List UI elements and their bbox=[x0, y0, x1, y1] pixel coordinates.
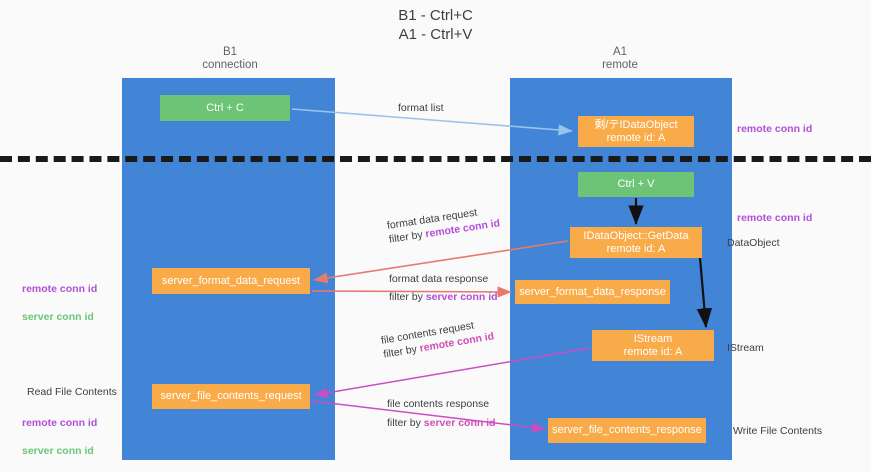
edge-label-highlight: server conn id bbox=[425, 291, 498, 303]
annotation-server-conn-id: server conn id bbox=[22, 445, 94, 457]
arrow-format-data-request bbox=[313, 240, 569, 284]
section-divider bbox=[0, 156, 871, 162]
edge-label-line1: format list bbox=[398, 102, 444, 114]
annotation-right-remote-conn-id-top: remote conn id bbox=[737, 123, 813, 135]
annotation-remote-conn-id: remote conn id bbox=[22, 283, 98, 295]
annotation-left-conn-ids-bottom: remote conn id server conn id bbox=[22, 402, 97, 472]
edge-label-highlight: server conn id bbox=[423, 417, 496, 429]
annotation-right-remote-conn-id-mid: remote conn id bbox=[737, 212, 813, 224]
annotation-left-read-file-contents: Read File Contents bbox=[27, 386, 117, 398]
edge-label-file-contents-response: file contents response filter by server … bbox=[387, 397, 496, 430]
edge-label-format-data-response: format data response filter by server co… bbox=[389, 272, 498, 304]
edge-label-line1: file contents response bbox=[387, 398, 490, 410]
page-title: B1 - Ctrl+C A1 - Ctrl+V bbox=[398, 7, 473, 43]
node-server-file-contents-response[interactable]: server_file_contents_response bbox=[548, 418, 706, 443]
annotation-remote-conn-id: remote conn id bbox=[22, 417, 98, 429]
arrow-file-contents-request bbox=[314, 347, 591, 399]
arrow-response-to-istream bbox=[696, 257, 713, 329]
arrow-format-data-response bbox=[311, 286, 512, 298]
edge-label-line2: filter by server conn id bbox=[389, 290, 498, 304]
node-server-format-data-response[interactable]: server_format_data_response bbox=[515, 280, 670, 304]
arrow-file-contents-response bbox=[311, 400, 546, 433]
edge-label-line1: format data response bbox=[389, 273, 489, 285]
edge-label-line2: filter by server conn id bbox=[387, 416, 496, 430]
edge-label-prefix: filter by bbox=[387, 417, 424, 429]
node-create-dataobject[interactable]: 剩/テIDataObject remote id: A bbox=[578, 116, 694, 147]
arrow-format-list bbox=[291, 108, 573, 136]
node-idataobject-getdata[interactable]: IDataObject::GetData remote id: A bbox=[570, 227, 702, 258]
node-istream[interactable]: IStream remote id: A bbox=[592, 330, 714, 361]
node-ctrl-c[interactable]: Ctrl + C bbox=[160, 95, 290, 121]
edge-label-prefix: filter by bbox=[389, 291, 426, 303]
edge-label-format-list: format list bbox=[398, 101, 444, 115]
column-header-a1: A1 remote bbox=[602, 46, 638, 71]
annotation-left-conn-ids-top: remote conn id server conn id bbox=[22, 268, 97, 338]
column-header-b1: B1 connection bbox=[202, 46, 258, 71]
node-server-format-data-request[interactable]: server_format_data_request bbox=[152, 268, 310, 294]
annotation-right-write-file-contents: Write File Contents bbox=[733, 425, 823, 437]
annotation-right-dataobject: DataObject bbox=[727, 237, 780, 249]
node-ctrl-v[interactable]: Ctrl + V bbox=[578, 172, 694, 197]
annotation-right-istream: IStream bbox=[727, 342, 764, 354]
annotation-server-conn-id: server conn id bbox=[22, 311, 94, 323]
node-server-file-contents-request[interactable]: server_file_contents_request bbox=[152, 384, 310, 409]
